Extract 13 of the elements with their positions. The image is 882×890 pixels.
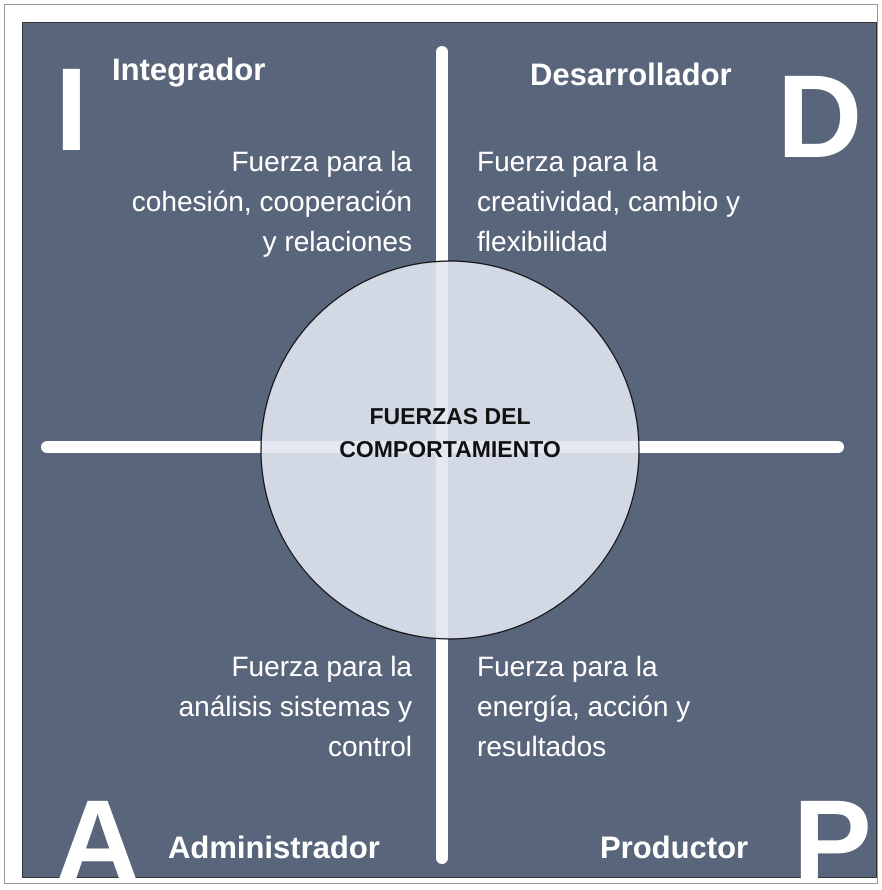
quadrant-title: Integrador [112,52,266,88]
quadrant-title: Productor [600,830,748,866]
description-text: Fuerza para la energía, acción y resultados [477,650,692,764]
quadrant-title: Administrador [168,830,380,866]
quadrant-title: Desarrollador [530,57,732,93]
quadrant-letter: I [55,60,88,160]
quadrant-letter: P [793,792,872,890]
circle-title: FUERZAS DEL COMPORTAMIENTO [338,402,562,464]
description-text: Fuerza para la cohesión, cooperación y relaciones [130,145,412,259]
description-text: Fuerza para la análisis sistemas y control [178,650,412,764]
description-text: Fuerza para la creatividad, cambio y flexibilidad [477,145,742,259]
quadrant-letter: A [55,792,140,890]
quadrant-letter: D [777,67,862,167]
